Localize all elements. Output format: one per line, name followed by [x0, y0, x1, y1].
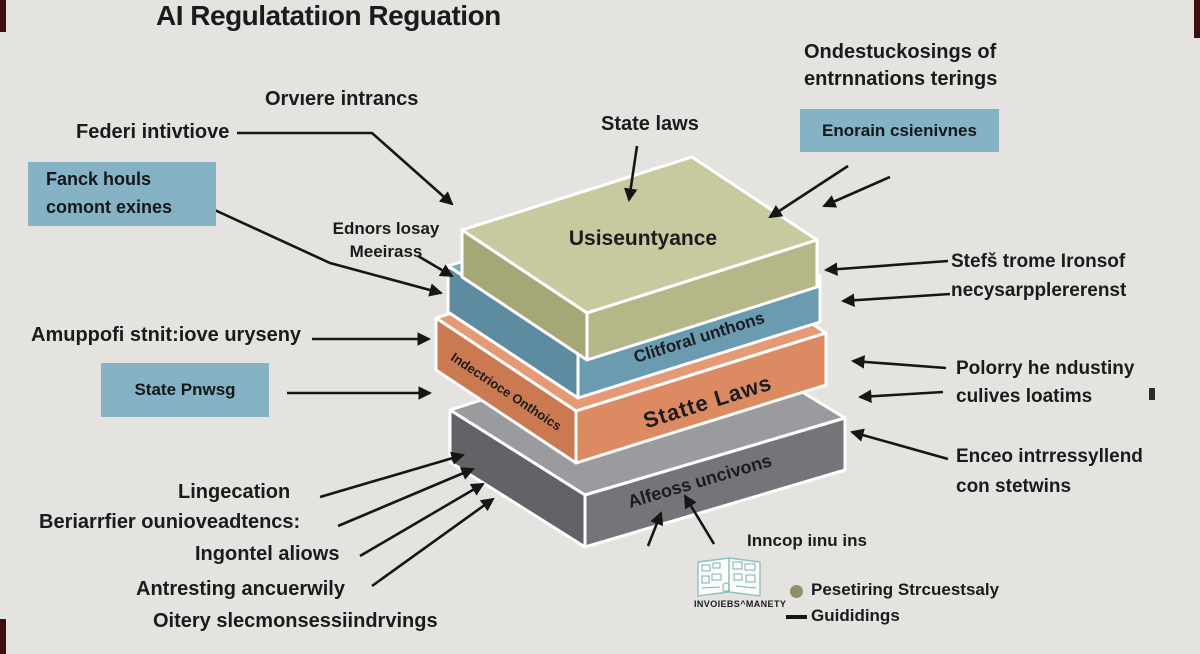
edge-mark-bottom-left [0, 619, 6, 654]
arrow-beriarrfier [337, 467, 475, 528]
label-ondestuck-line2: entrnnations terings [804, 68, 998, 90]
label-stefs-line2: necysarpplererenst [951, 280, 1127, 301]
label-oitery: Oitery slecmonsessiindrvings [153, 610, 438, 632]
arrow-inncop-2 [683, 494, 716, 545]
label-enceo-line1: Enceo intrressyllend [956, 446, 1143, 467]
legend-item-1: Pesetiring Strcuestsaly [811, 580, 1000, 599]
label-stefs-line1: Stefš trome Ironsof [951, 251, 1126, 272]
edge-mark-right [1149, 388, 1155, 400]
state-pnwsg-text: State Pnwsg [134, 380, 236, 399]
arrow-lingecation [319, 451, 465, 499]
label-polorry-line2: culives loatims [956, 386, 1093, 407]
label-ondestuck-line1: Ondestuckosings of [804, 41, 997, 63]
arrow-federi [237, 131, 454, 206]
label-ednors-line1: Ednors losay [332, 219, 440, 238]
label-beriarrfier: Beriarrfier ounioveadtencs: [39, 511, 301, 533]
label-enceo-line2: con stetwins [956, 476, 1072, 497]
label-lingecation: Lingecation [178, 481, 291, 503]
label-ednors-line2: Meeirass [349, 242, 423, 261]
label-state-laws: State laws [601, 113, 699, 135]
arrow-antresting [371, 497, 495, 588]
gray-left-face [448, 408, 587, 549]
enorain-text: Enorain csienivnes [822, 120, 977, 140]
label-federi: Federi intivtiove [76, 121, 230, 143]
arrow-ingontel [359, 482, 485, 558]
arrow-ednors [417, 254, 454, 278]
orange-left-face [434, 316, 578, 465]
label-orviere: Orvıere intrancs [265, 88, 419, 110]
arrow-state-laws [623, 145, 639, 203]
stack-layer-green [460, 155, 819, 362]
fanck-line2: comont exines [46, 197, 173, 217]
arrows [205, 131, 951, 588]
label-ingontel: Ingontel aliows [195, 543, 340, 565]
label-amuppofi: Amuppofi stnit:iove uryseny [31, 324, 302, 346]
fanck-line1: Fanck houls [46, 169, 152, 190]
callout-box-enorain: Enorain csienivnes [800, 109, 999, 152]
edge-mark-top-right [1194, 0, 1200, 38]
edge-mark-top-left [0, 0, 6, 32]
legend-item-2: Guididings [811, 606, 900, 625]
legend-dash-icon [786, 615, 807, 619]
arrow-stefs-1 [823, 259, 949, 276]
arrow-polorry-2 [857, 389, 944, 404]
label-polorry-line1: Polorry he ndustiny [956, 358, 1135, 379]
blueprint-icon-caption: INVOIEBS^MANETY [694, 599, 787, 609]
layer1-top-label: Usiseuntyance [569, 227, 717, 250]
arrow-enorain-1 [768, 164, 849, 219]
arrow-enorain-2 [822, 175, 891, 208]
arrow-inncop-1 [646, 511, 664, 547]
legend-dot-icon [790, 585, 803, 598]
callout-box-state-pnwsg: State Pnwsg [101, 363, 269, 417]
callout-box-fanck: Fanck houls comont exines [28, 162, 216, 226]
page-title: AI Regulatatiıon Reguation [156, 0, 501, 31]
label-antresting: Antresting ancuerwily [136, 578, 345, 600]
label-inncop: Inncop iınu ins [747, 531, 867, 550]
green-left-face [460, 228, 589, 362]
arrow-fanck [205, 204, 443, 297]
arrow-stefs-2 [840, 292, 951, 307]
arrow-enceo [850, 428, 949, 461]
blueprint-icon [696, 556, 762, 603]
arrow-polorry-1 [850, 355, 947, 370]
